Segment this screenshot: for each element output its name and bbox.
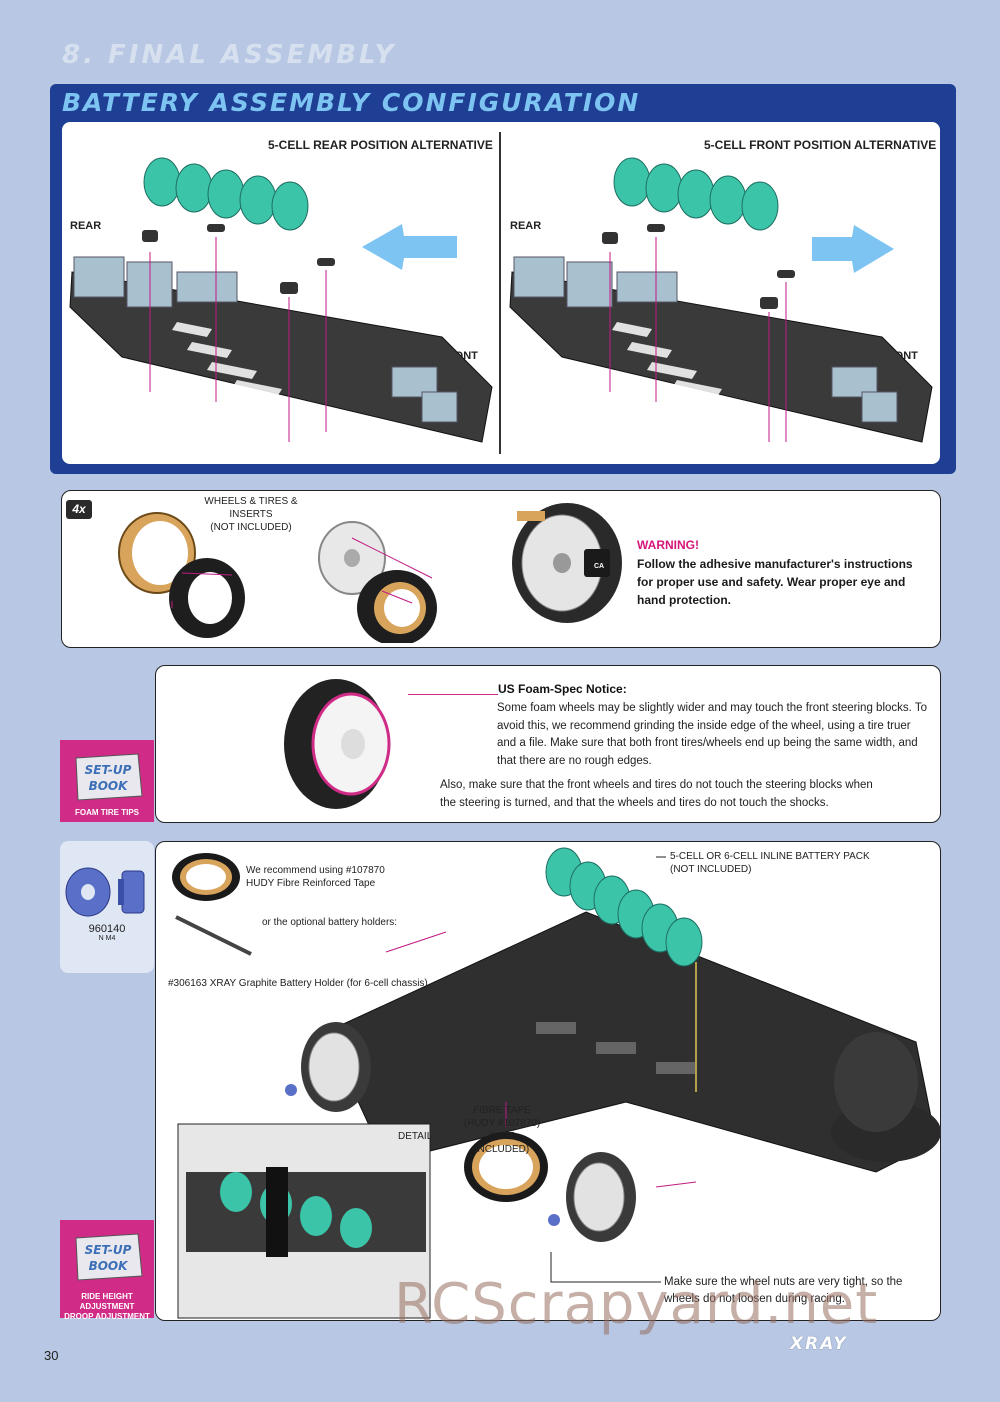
- nut-part-box: 960140 N M4: [60, 841, 154, 973]
- foam-notice-panel: US Foam-Spec Notice: Some foam wheels ma…: [155, 665, 941, 823]
- setup-caption-ride-height: RIDE HEIGHT ADJUSTMENT DROOP ADJUSTMENT: [64, 1292, 150, 1321]
- battery-config-panel: BATTERY ASSEMBLY CONFIGURATION 5-CELL RE…: [50, 84, 956, 474]
- wheel-assembly-illustration: [118, 503, 622, 643]
- foam-notice-paragraph1: Some foam wheels may be slightly wider a…: [497, 702, 927, 767]
- rear-alternative-illustration: [69, 157, 493, 443]
- svg-text:SET-UP: SET-UP: [85, 1243, 132, 1257]
- page-number: 30: [44, 1348, 59, 1363]
- foam-notice-title: US Foam-Spec Notice:: [498, 682, 627, 696]
- watermark: RCScrapyard.net: [394, 1272, 879, 1337]
- rear-alternative-label: 5-CELL REAR POSITION ALTERNATIVE: [268, 138, 493, 152]
- setup-book-icon: SET-UP BOOK: [75, 1233, 143, 1281]
- battery-pack-label: 5-CELL OR 6-CELL INLINE BATTERY PACK (NO…: [670, 851, 870, 875]
- warning-title: WARNING!: [637, 538, 699, 552]
- nut-part-name: N M4: [98, 935, 116, 942]
- nut-part-number: 960140: [88, 923, 126, 935]
- battery-config-title: BATTERY ASSEMBLY CONFIGURATION: [62, 88, 641, 117]
- holder-name: #306163 XRAY Graphite Battery Holder (fo…: [168, 978, 428, 989]
- wheels-tires-panel: WHEELS & TIRES & INSERTS (NOT INCLUDED) …: [61, 490, 941, 648]
- left-rear-label: REAR: [70, 220, 102, 232]
- foam-notice-paragraph2: Also, make sure that the front wheels an…: [440, 779, 873, 809]
- warning-text: Follow the adhesive manufacturer's instr…: [637, 557, 913, 607]
- xray-logo: XRAY: [790, 1334, 848, 1354]
- nut-icon: [65, 867, 145, 917]
- car-assembly-illustration: [172, 847, 941, 1319]
- setup-book-badge-ride-height: SET-UP BOOK RIDE HEIGHT ADJUSTMENT DROOP…: [60, 1220, 154, 1321]
- pointer-line: [408, 694, 498, 695]
- assembly-panel: We recommend using #107870 HUDY Fibre Re…: [155, 841, 941, 1321]
- tape-recommendation: We recommend using #107870 HUDY Fibre Re…: [246, 865, 385, 889]
- ca-glue-icon: CA: [584, 549, 610, 577]
- section-heading: 8. FINAL ASSEMBLY: [62, 40, 397, 70]
- right-rear-label: REAR: [510, 220, 542, 232]
- svg-text:BOOK: BOOK: [89, 779, 130, 793]
- setup-book-badge-foam: SET-UP BOOK FOAM TIRE TIPS: [60, 740, 154, 822]
- column-divider: [499, 132, 501, 454]
- front-alternative-label: 5-CELL FRONT POSITION ALTERNATIVE: [704, 138, 937, 152]
- battery-config-diagrams: 5-CELL REAR POSITION ALTERNATIVE REAR FR…: [62, 122, 940, 464]
- holder-option: or the optional battery holders:: [262, 917, 398, 928]
- quantity-badge: 4x: [66, 500, 92, 519]
- detail-label: DETAIL: [398, 1131, 433, 1142]
- foam-tire-illustration: [284, 679, 391, 809]
- wheels-label: WHEELS & TIRES & INSERTS (NOT INCLUDED): [204, 496, 298, 533]
- svg-text:BOOK: BOOK: [89, 1259, 130, 1273]
- svg-text:SET-UP: SET-UP: [85, 763, 132, 777]
- setup-caption-foam: FOAM TIRE TIPS: [75, 808, 139, 817]
- front-alternative-illustration: [509, 157, 933, 443]
- fibre-tape-label: FIBRE TAPE (HUDY #107870) (NOT INCLUDED): [463, 1105, 541, 1155]
- wheel-nut-note: Make sure the wheel nuts are very tight,…: [664, 1276, 903, 1305]
- setup-book-icon: SET-UP BOOK: [75, 753, 143, 801]
